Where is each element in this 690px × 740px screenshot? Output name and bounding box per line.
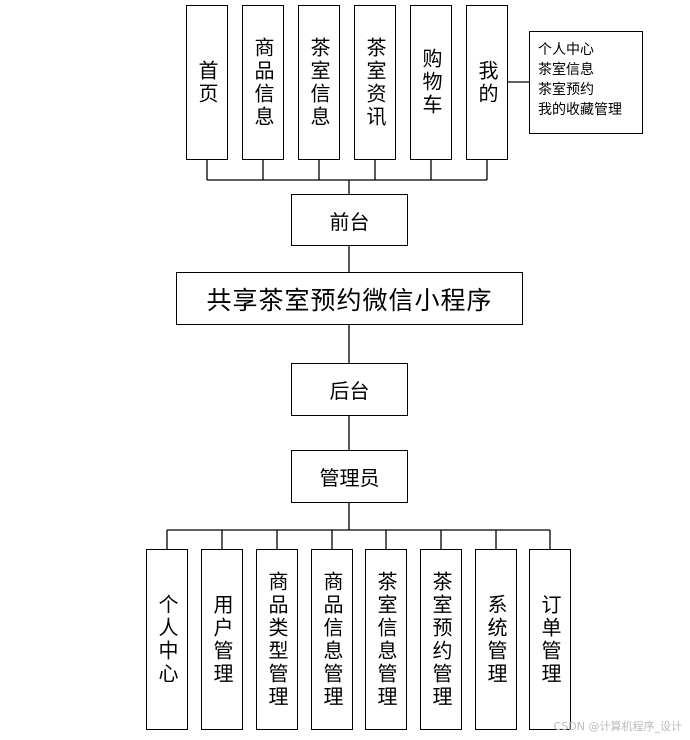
module-tearoom-info-management: 茶室信息管理 [365, 549, 407, 730]
submenu-item: 茶室信息 [538, 62, 594, 78]
module-label: 茶室资讯 [363, 36, 387, 129]
submenu-item: 茶室预约 [538, 82, 594, 98]
module-label: 订单管理 [538, 593, 562, 686]
module-label: 商品信息 [251, 36, 275, 129]
system-title-label: 共享茶室预约微信小程序 [206, 285, 493, 315]
module-label: 购物车 [419, 48, 443, 117]
module-mine: 我的 [466, 5, 508, 160]
module-tearoom-news: 茶室资讯 [354, 5, 396, 160]
module-product-info-management: 商品信息管理 [311, 549, 353, 730]
system-title: 共享茶室预约微信小程序 [176, 272, 523, 325]
module-label: 茶室信息 [307, 36, 331, 129]
module-product-type-management: 商品类型管理 [256, 549, 298, 730]
module-product-info: 商品信息 [242, 5, 284, 160]
mine-submenu: 个人中心 茶室信息 茶室预约 我的收藏管理 [529, 31, 643, 134]
module-personal-center: 个人中心 [146, 549, 188, 730]
module-label: 茶室预约管理 [429, 570, 453, 709]
module-cart: 购物车 [410, 5, 452, 160]
module-label: 个人中心 [155, 593, 179, 686]
frontend-label: 前台 [329, 209, 370, 234]
watermark: CSDN @计算机程序_设计 [553, 720, 682, 733]
module-label: 我的 [475, 59, 499, 106]
admin-node: 管理员 [291, 450, 408, 503]
module-label: 茶室信息管理 [374, 570, 398, 709]
module-tearoom-info: 茶室信息 [298, 5, 340, 160]
module-home: 首页 [186, 5, 228, 160]
frontend-node: 前台 [291, 194, 408, 246]
submenu-item: 我的收藏管理 [538, 102, 622, 118]
module-label: 商品类型管理 [265, 570, 289, 709]
module-order-management: 订单管理 [529, 549, 571, 730]
module-label: 商品信息管理 [320, 570, 344, 709]
module-label: 用户管理 [210, 593, 234, 686]
module-user-management: 用户管理 [201, 549, 243, 730]
backend-label: 后台 [329, 379, 370, 403]
module-tearoom-booking-management: 茶室预约管理 [420, 549, 462, 730]
submenu-item: 个人中心 [538, 42, 594, 58]
backend-node: 后台 [291, 363, 408, 416]
module-label: 首页 [195, 59, 219, 106]
module-label: 系统管理 [484, 593, 508, 686]
module-system-management: 系统管理 [475, 549, 517, 730]
admin-label: 管理员 [319, 466, 380, 490]
